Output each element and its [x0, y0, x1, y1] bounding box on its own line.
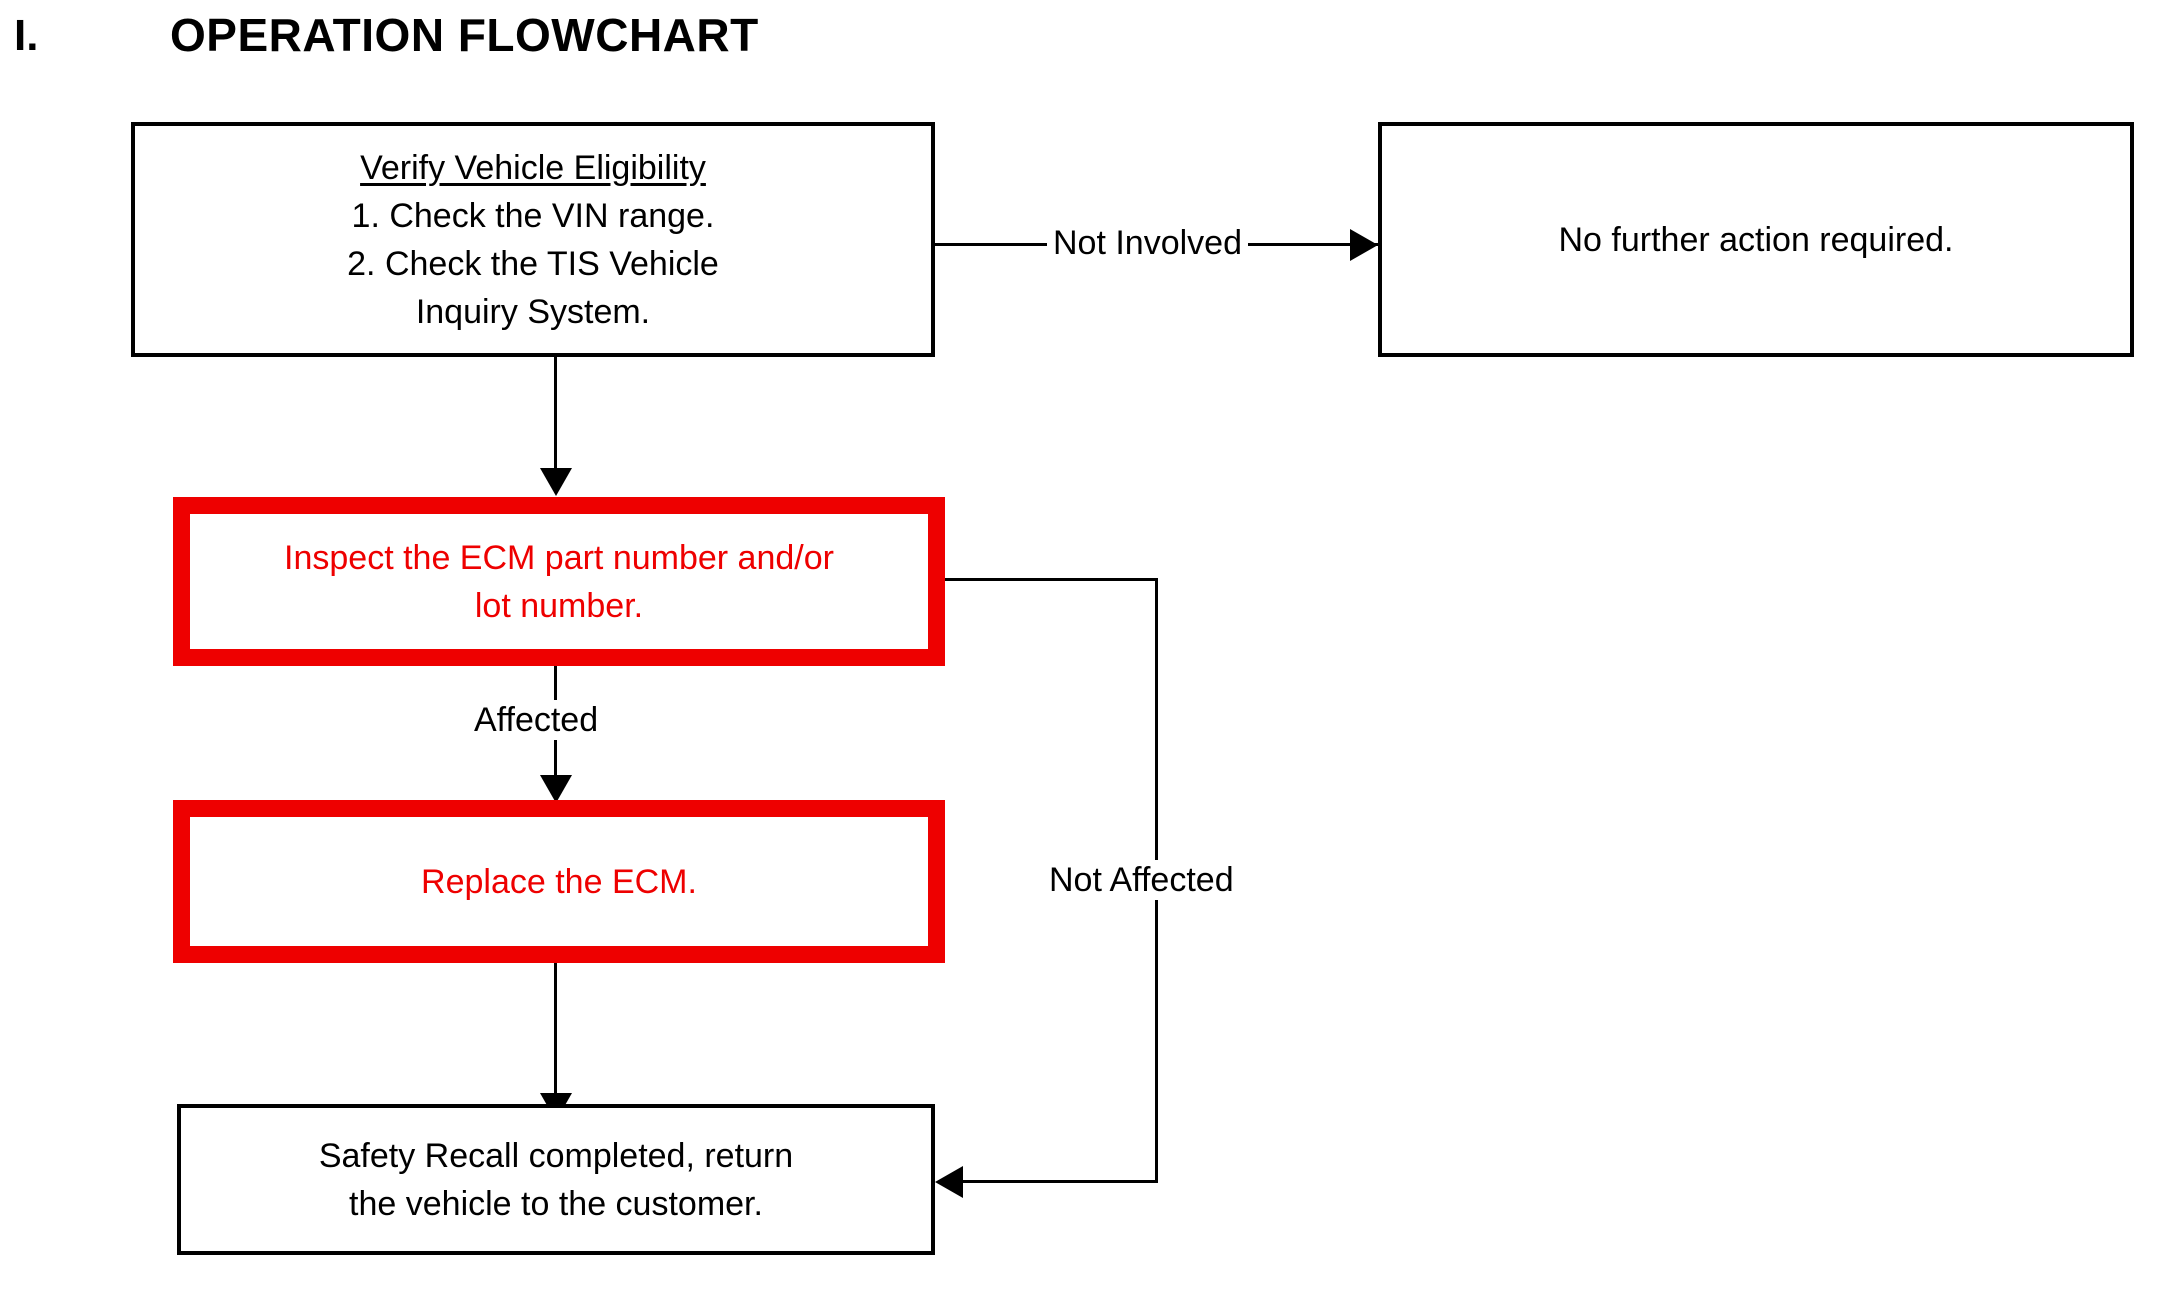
edge-affected-arrowhead: [540, 775, 572, 803]
node-no-further-action-body: No further action required.: [1558, 220, 1954, 259]
node-verify-eligibility: Verify Vehicle Eligibility 1. Check the …: [131, 122, 935, 357]
section-number: I.: [14, 11, 39, 60]
edge-verify-to-inspect-line: [554, 357, 557, 473]
edge-label-not-involved: Not Involved: [1047, 223, 1248, 263]
edge-label-not-affected: Not Affected: [1043, 860, 1240, 900]
edge-not-involved-arrowhead: [1350, 229, 1378, 261]
edge-verify-to-inspect-arrowhead: [540, 468, 572, 496]
edge-not-affected-top-line: [945, 578, 1158, 581]
edge-replace-to-complete-line: [554, 963, 557, 1103]
edge-not-affected-bottom-line: [962, 1180, 1158, 1183]
node-no-further-action: No further action required.: [1378, 122, 2134, 357]
node-replace-ecm: Replace the ECM.: [173, 800, 945, 963]
edge-label-affected: Affected: [468, 700, 605, 740]
node-replace-ecm-body: Replace the ECM.: [421, 862, 697, 901]
node-recall-completed: Safety Recall completed, return the vehi…: [177, 1104, 935, 1255]
edge-not-affected-arrowhead: [935, 1166, 963, 1198]
node-recall-completed-body: Safety Recall completed, return the vehi…: [318, 1136, 794, 1223]
node-inspect-ecm-body: Inspect the ECM part number and/or lot n…: [284, 538, 834, 625]
node-inspect-ecm: Inspect the ECM part number and/or lot n…: [173, 497, 945, 666]
page-title: OPERATION FLOWCHART: [170, 9, 759, 61]
node-verify-eligibility-title: Verify Vehicle Eligibility: [360, 148, 706, 187]
node-verify-eligibility-body: 1. Check the VIN range. 2. Check the TIS…: [347, 196, 719, 331]
